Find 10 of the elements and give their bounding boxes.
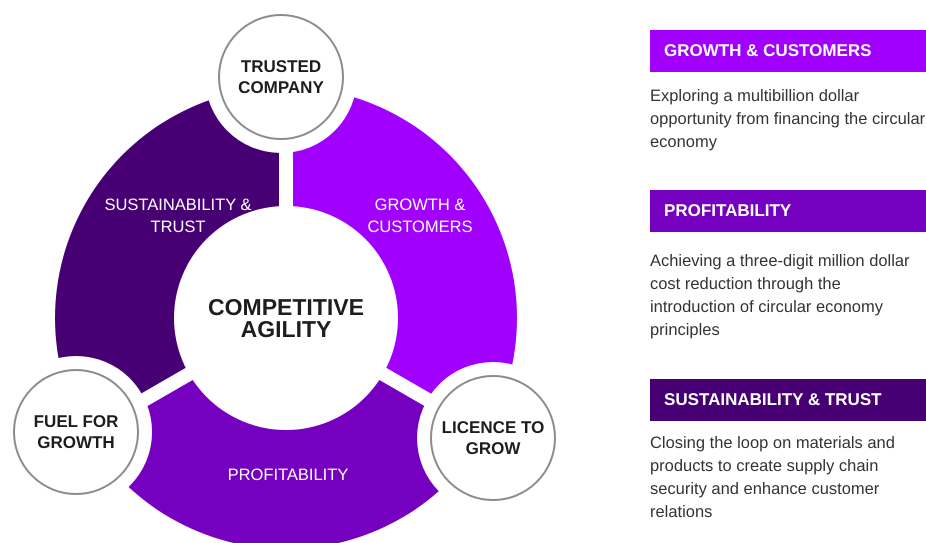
heading-bar: PROFITABILITY [650,190,926,232]
heading-bar: GROWTH & CUSTOMERS [650,30,926,72]
outer-circle: FUEL FOR GROWTH [13,369,139,495]
segment-label: PROFITABILITY [226,465,350,486]
description-text: Exploring a multibillion dollar opportunity from financing the circular economy [650,86,926,153]
heading-bar: SUSTAINABILITY & TRUST [650,379,926,421]
outer-circle: LICENCE TO GROW [430,375,556,501]
outer-circle: TRUSTED COMPANY [218,14,344,140]
description-text: Achieving a three-digit million dollar cost reduction through the introduction of circular economy principles [650,251,911,341]
description-text: Closing the loop on materials and products to create supply chain security and enhance customer relations [650,433,896,523]
